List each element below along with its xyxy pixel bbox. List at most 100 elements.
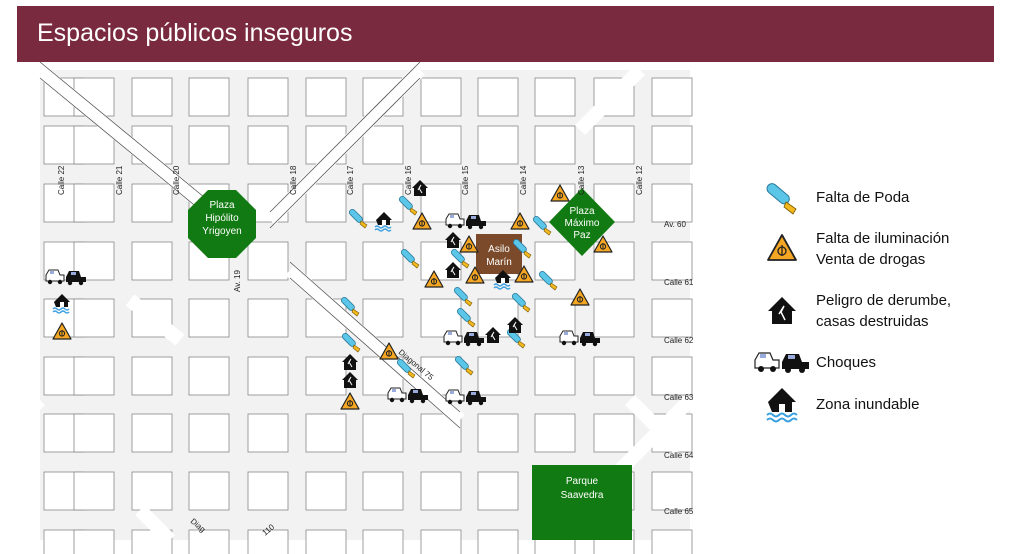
legend-label: Zona inundable [816,395,920,413]
city-block [477,413,519,453]
city-block [362,471,404,511]
city-block [651,125,693,165]
street-label: Calle 22 [57,165,66,195]
page-title: Espacios públicos inseguros [37,19,353,47]
city-block [362,529,404,554]
warning-lamp-icon [459,235,479,253]
city-block [247,125,289,165]
city-block [593,413,635,453]
parque-saavedra [532,465,632,540]
city-block [247,77,289,117]
city-block [73,471,115,511]
city-block [362,413,404,453]
city-block [131,471,173,511]
street-label: Calle 18 [289,165,298,195]
asilo-label-1: Asilo [488,244,510,255]
plaza-yrigoyen-label-3: Yrigoyen [202,226,241,237]
city-block [534,356,576,396]
city-block [534,125,576,165]
map[interactable]: Plaza Hipólito Yrigoyen Plaza Máximo Paz… [0,61,695,554]
street-label: Calle 16 [404,165,413,195]
city-block [188,529,230,554]
city-block [131,183,173,223]
street-label: Calle 62 [664,336,694,345]
warning-lamp-icon [754,229,810,269]
city-block [305,413,347,453]
collapsed-house-icon [444,231,462,249]
plaza-paz-label-1: Plaza [569,206,594,217]
city-block [477,77,519,117]
street-label: Calle 14 [519,165,528,195]
legend-label: Choques [816,353,877,371]
city-block [305,77,347,117]
city-block [651,471,693,511]
parque-label-1: Parque [566,476,599,487]
street-label: Calle 15 [461,165,470,195]
city-block [305,529,347,554]
city-block [131,356,173,396]
parque-label-2: Saavedra [561,490,604,501]
city-block [420,125,462,165]
city-block [73,183,115,223]
city-block [305,356,347,396]
city-block [362,125,404,165]
city-block [188,471,230,511]
city-block [247,241,289,281]
warning-lamp-icon [570,288,590,306]
legend-label: Venta de drogas [816,251,926,268]
city-block [188,125,230,165]
legend-label: Falta de iluminación [816,230,950,247]
legend-item-inundable: Zona inundable [754,384,919,424]
city-block [477,471,519,511]
street-label: Calle 63 [664,393,694,402]
city-block [477,125,519,165]
legend-label: Falta de Poda [816,188,910,206]
city-block [477,356,519,396]
city-block [131,77,173,117]
city-block [420,471,462,511]
street-label: Calle 12 [635,165,644,195]
plaza-yrigoyen-label-1: Plaza [209,200,234,211]
city-block [247,298,289,338]
diagonal-streets [0,64,695,545]
legend-label: casas destruidas [816,313,929,330]
city-block [131,241,173,281]
city-block [188,413,230,453]
street-label: Calle 61 [664,278,694,287]
city-block [247,356,289,396]
city-block [651,529,693,554]
city-block [131,413,173,453]
collapsed-house-icon [411,179,429,197]
plaza-yrigoyen [188,190,256,258]
city-block [651,241,693,281]
city-block [247,471,289,511]
street-label: Av. 60 [664,220,686,229]
city-block [305,183,347,223]
city-block [362,298,404,338]
legend-item-derrumbe: Peligro de derumbe, casas destruidas [754,291,951,331]
street-label: Calle 13 [577,165,586,195]
city-block [651,298,693,338]
city-block [651,183,693,223]
city-block [247,413,289,453]
city-block [534,77,576,117]
city-block [534,413,576,453]
plaza-paz [549,188,615,256]
street-label: Calle 20 [172,165,181,195]
street-label: Calle 64 [664,451,694,460]
city-block [593,298,635,338]
city-block [73,356,115,396]
city-block [362,241,404,281]
collapsed-house-icon [754,291,810,331]
city-block [73,413,115,453]
plaza-paz-label-3: Paz [573,230,590,241]
legend-item-iluminacion: Falta de iluminación Venta de drogas [754,229,949,269]
collapsed-house-icon [341,353,359,371]
city-block [593,125,635,165]
map-canvas: Plaza Hipólito Yrigoyen Plaza Máximo Paz… [0,61,695,554]
street-label: Calle 21 [115,165,124,195]
street-label: Calle 65 [664,507,694,516]
city-block [188,77,230,117]
city-block [73,241,115,281]
flooded-house-icon [754,384,810,424]
